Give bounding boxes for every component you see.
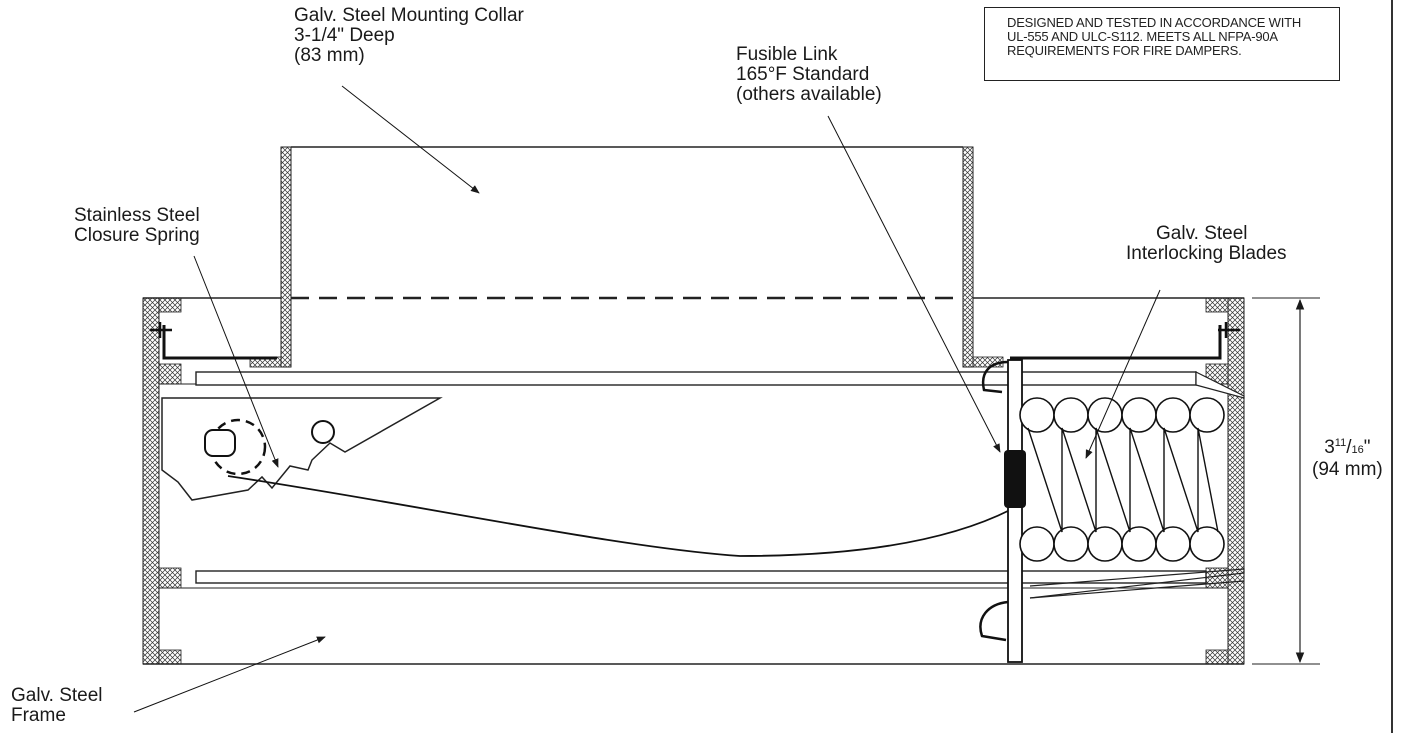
closure-spring-band [227,475,1011,557]
mounting-collar [280,146,974,368]
leader-lines [133,85,1161,713]
closure-spring-label: Stainless Steel Closure Spring [74,205,200,246]
blades-label: Galv. Steel Interlocking Blades [1126,223,1287,264]
fusible-link [979,359,1026,663]
interlocking-blades [1019,397,1225,562]
guide-rails [195,371,1245,599]
height-dimension-label: 311/16" (94 mm) [1312,437,1383,480]
frame-label: Galv. Steel Frame [11,685,103,726]
fusible-link-label: Fusible Link 165°F Standard (others avai… [736,44,882,105]
latch-plate [161,397,443,501]
compliance-notice: DESIGNED AND TESTED IN ACCORDANCE WITH U… [984,7,1340,81]
height-dimension [1252,297,1320,665]
collar-label: Galv. Steel Mounting Collar 3-1/4" Deep … [294,5,524,66]
